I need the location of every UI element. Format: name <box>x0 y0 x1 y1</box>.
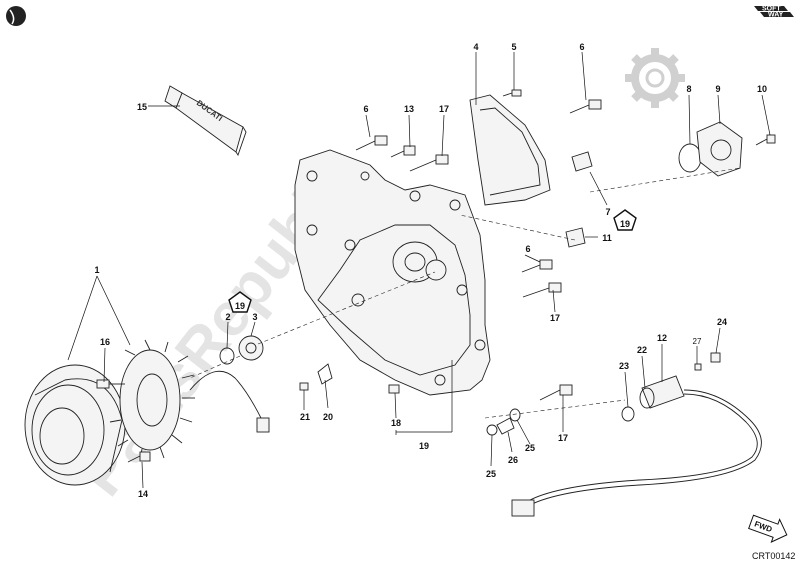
callout-22: 22 <box>637 345 647 355</box>
logo-top: SOFT <box>762 6 781 13</box>
callout-20: 20 <box>323 412 333 422</box>
callout-4: 4 <box>473 42 478 52</box>
leader-lines <box>67 51 771 489</box>
screw-17-lower-part <box>539 384 573 401</box>
gear-watermark-icon <box>625 48 685 108</box>
fwd-arrow-icon: FWD <box>748 514 788 543</box>
ref-badge-lower-text: 19 <box>235 301 245 311</box>
callout-17-mid: 17 <box>550 313 560 323</box>
screw-6-upper-part <box>569 99 602 114</box>
clip-20-part <box>317 363 333 385</box>
callout-25-right: 25 <box>525 443 535 453</box>
washer-25-upper-part <box>509 408 521 422</box>
softway-logo: SOFT WAY <box>754 6 794 19</box>
screw-16-part <box>96 379 125 389</box>
o-ring-part <box>678 143 702 173</box>
ref-badge-upper: 19 <box>613 209 637 231</box>
screw-17-mid-part <box>522 282 562 298</box>
callout-24: 24 <box>717 317 727 327</box>
callout-6-mid: 6 <box>525 244 530 254</box>
callout-1: 1 <box>94 265 99 275</box>
generator-cover-part <box>294 149 491 396</box>
sealant-tube-part: DUCATI <box>164 85 247 157</box>
screw-13-part <box>390 145 416 158</box>
callout-14: 14 <box>138 489 148 499</box>
callout-15: 15 <box>137 102 147 112</box>
screw-14-part <box>127 451 151 463</box>
callout-11: 11 <box>602 233 612 243</box>
callout-6-left: 6 <box>363 104 368 114</box>
callout-19: 19 <box>419 441 429 451</box>
seal-3-part <box>238 335 264 361</box>
pin-18-part <box>388 384 400 394</box>
callout-26: 26 <box>508 455 518 465</box>
callout-17-low: 17 <box>558 433 568 443</box>
ref-badge-upper-text: 19 <box>620 219 630 229</box>
callout-8: 8 <box>686 84 691 94</box>
callout-16: 16 <box>100 337 110 347</box>
callout-5: 5 <box>511 42 516 52</box>
callout-9: 9 <box>715 84 720 94</box>
screw-5-part <box>502 89 522 97</box>
stator-part <box>109 339 270 461</box>
screw-10-part <box>755 134 776 146</box>
drawing-code: CRT00142 <box>752 551 795 561</box>
page-marker-icon <box>6 6 26 26</box>
cover-plate-part <box>469 94 551 206</box>
callout-labels: 1 2 3 4 5 6 6 6 7 8 9 10 11 12 13 14 15 … <box>94 42 767 499</box>
screw-17-upper-part <box>409 154 449 172</box>
flange-part <box>696 121 743 177</box>
bushing-7-part <box>571 151 593 172</box>
logo-bottom: WAY <box>768 12 784 19</box>
callout-2: 2 <box>225 312 230 322</box>
cap-11-part <box>565 227 586 248</box>
callout-3: 3 <box>252 312 257 322</box>
screw-21-part <box>299 382 309 391</box>
screw-6-left-part <box>355 135 388 151</box>
ref-badge-lower: 19 <box>228 291 252 313</box>
callout-6-top: 6 <box>579 42 584 52</box>
alignment-lines <box>189 167 741 419</box>
callout-18: 18 <box>391 418 401 428</box>
flywheel-part <box>24 364 126 486</box>
callout-17-top: 17 <box>439 104 449 114</box>
callout-25-left: 25 <box>486 469 496 479</box>
pickup-sensor-part <box>511 352 762 517</box>
callout-21: 21 <box>300 412 310 422</box>
callout-12: 12 <box>657 333 667 343</box>
clip-26-part <box>496 417 515 435</box>
callout-7: 7 <box>605 207 610 217</box>
callout-13: 13 <box>404 104 414 114</box>
callout-27: 27 <box>693 337 702 346</box>
callout-23: 23 <box>619 361 629 371</box>
callout-10: 10 <box>757 84 767 94</box>
washer-25-lower-part <box>486 424 498 436</box>
screw-6-mid-part <box>521 259 553 273</box>
